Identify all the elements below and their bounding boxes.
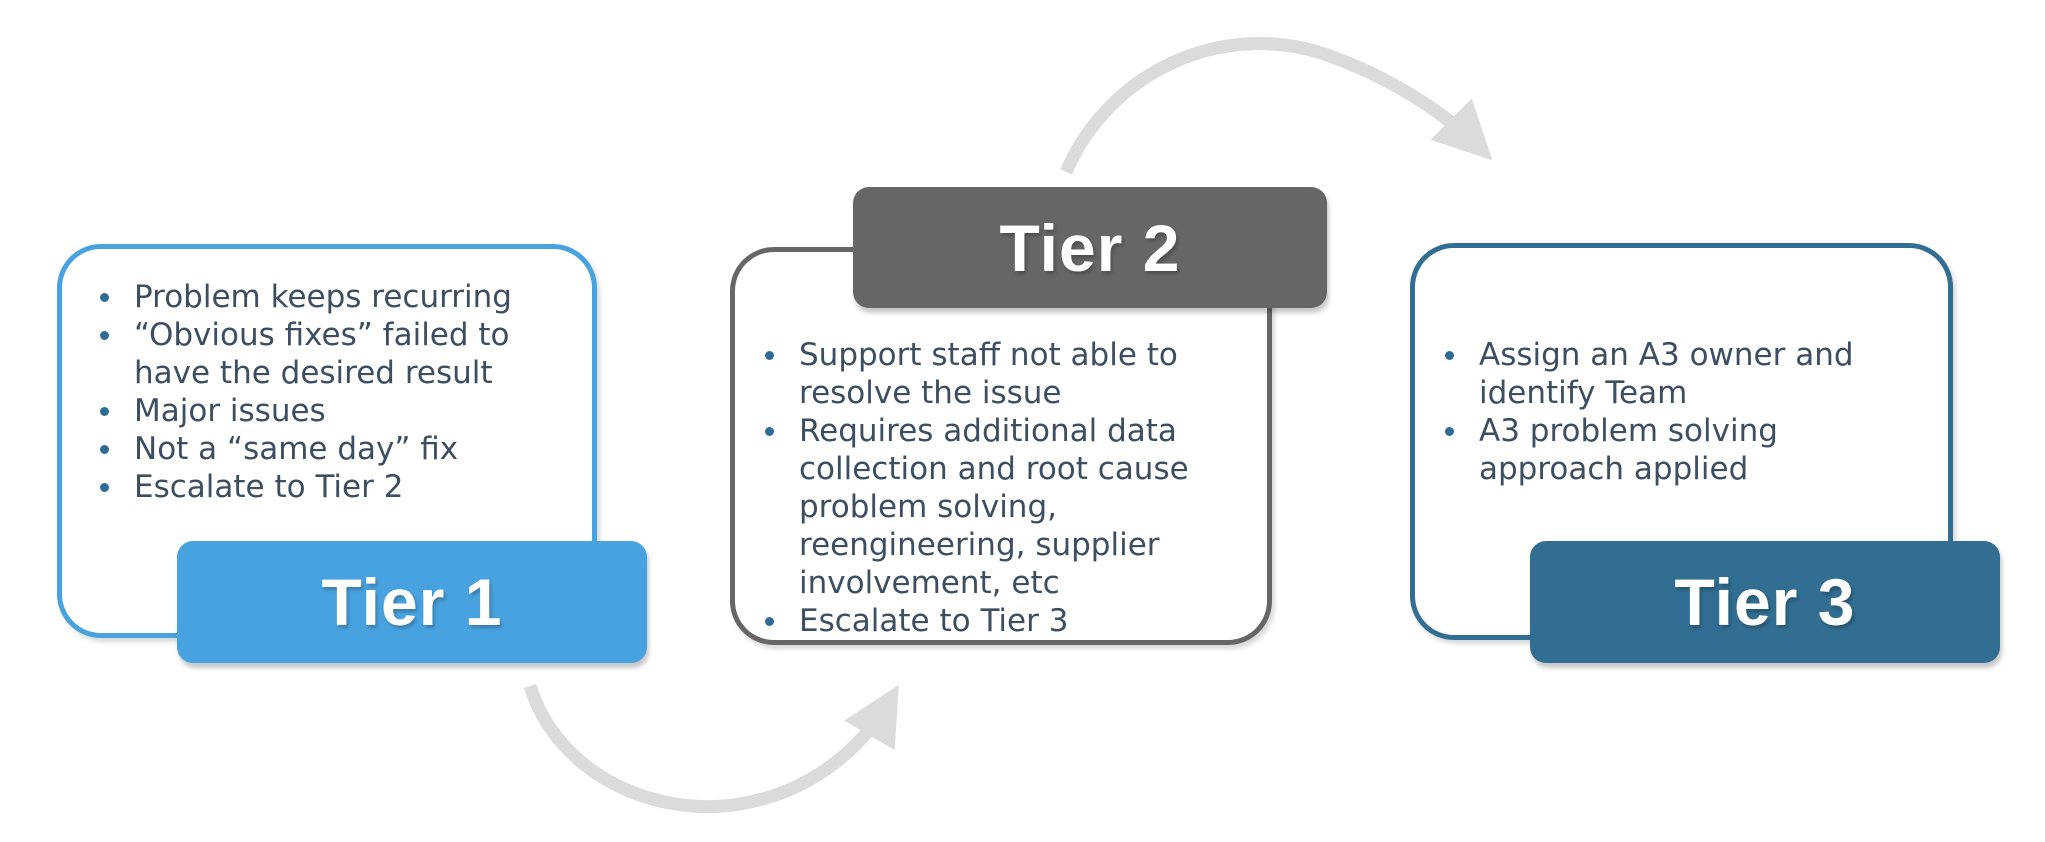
arrow-tier1-to-tier2 bbox=[523, 684, 899, 814]
bullet-dot-icon bbox=[1445, 427, 1454, 436]
bullet-text: Escalate to Tier 2 bbox=[134, 469, 404, 505]
arrow-tier2-to-tier3 bbox=[1060, 37, 1493, 175]
bullet-item: Escalate to Tier 2 bbox=[100, 468, 580, 506]
bullet-item: Problem keeps recurring bbox=[100, 278, 580, 316]
bullet-dot-icon bbox=[100, 407, 109, 416]
bullet-dot-icon bbox=[100, 331, 109, 340]
tier2-panel bbox=[730, 247, 1272, 645]
bullet-dot-icon bbox=[765, 427, 774, 436]
bullet-text: Escalate to Tier 3 bbox=[799, 603, 1069, 639]
bullet-text: Major issues bbox=[134, 393, 326, 429]
bullet-dot-icon bbox=[765, 351, 774, 360]
bullet-dot-icon bbox=[100, 293, 109, 302]
bullet-dot-icon bbox=[100, 483, 109, 492]
tier3-label: Tier 3 bbox=[1530, 541, 2000, 663]
bullet-dot-icon bbox=[765, 617, 774, 626]
bullet-item: Not a “same day” fix bbox=[100, 430, 580, 468]
bullet-text: Problem keeps recurring bbox=[134, 279, 512, 315]
bullet-dot-icon bbox=[100, 445, 109, 454]
bullet-item: Escalate to Tier 3 bbox=[765, 602, 1257, 640]
bullet-item: Major issues bbox=[100, 392, 580, 430]
tier1-bullet-list: Problem keeps recurring“Obvious fixes” f… bbox=[100, 278, 580, 506]
bullet-text: Not a “same day” fix bbox=[134, 431, 459, 467]
tier1-label: Tier 1 bbox=[177, 541, 647, 663]
tier2-label: Tier 2 bbox=[853, 187, 1327, 308]
bullet-dot-icon bbox=[1445, 351, 1454, 360]
